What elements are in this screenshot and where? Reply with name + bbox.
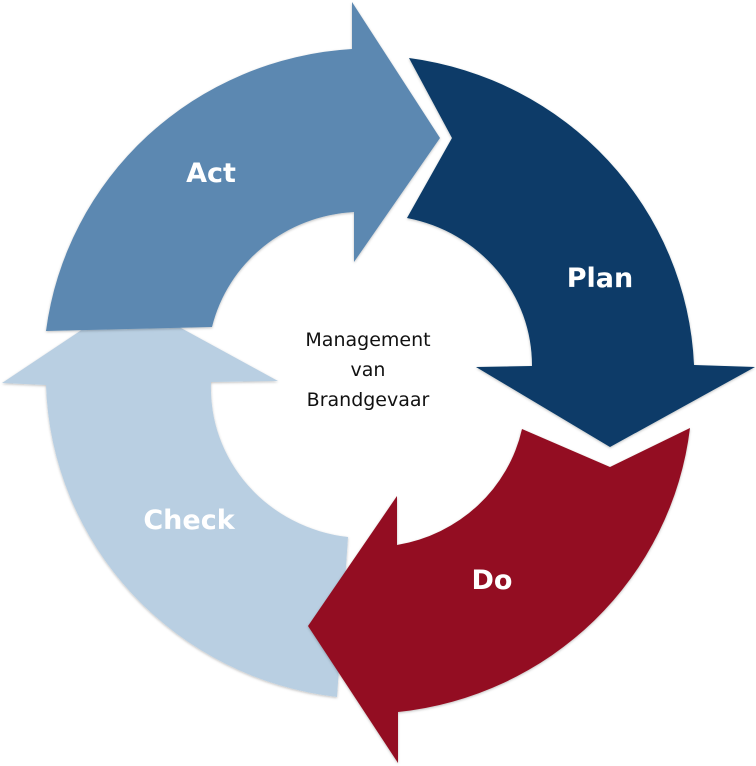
center-title-line-2: van	[351, 359, 386, 381]
check-arrow	[2, 299, 348, 697]
center-title-line-1: Management	[305, 329, 430, 351]
check-label: Check	[143, 505, 235, 536]
act-arrow	[46, 2, 440, 331]
act-label: Act	[186, 158, 236, 189]
do-arrow	[308, 428, 690, 763]
plan-label: Plan	[567, 263, 634, 294]
plan-arrow	[407, 58, 755, 447]
center-title-line-3: Brandgevaar	[307, 389, 430, 411]
do-label: Do	[472, 565, 513, 596]
